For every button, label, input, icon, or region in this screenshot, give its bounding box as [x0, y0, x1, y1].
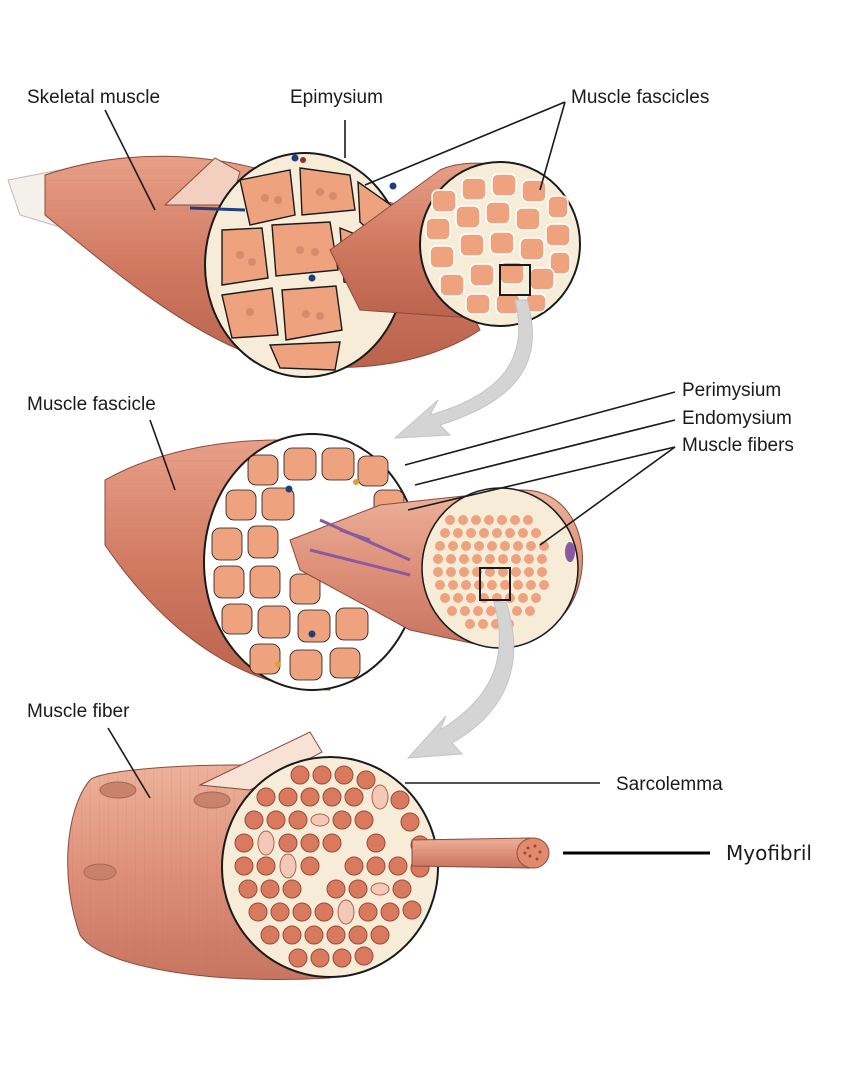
leader-perimysium: [404, 391, 676, 466]
leader-muscle-fascicles-a: [364, 101, 566, 186]
myofibril-sections: [234, 765, 430, 968]
leader-muscle-fascicle: [149, 419, 176, 491]
zoom-box-top: [499, 264, 531, 296]
leader-muscle-fibers-a: [407, 446, 676, 511]
zoom-box-middle: [479, 567, 511, 601]
leader-skeletal-muscle: [104, 109, 156, 211]
label-muscle-fiber: Muscle fiber: [27, 701, 130, 722]
leader-muscle-fiber: [107, 727, 151, 799]
epimysium-flap: [163, 157, 241, 206]
zoom-arrow-2: [406, 601, 515, 759]
leader-lines: [104, 101, 676, 799]
sarcolemma-flap: [198, 731, 323, 791]
fiber-sections-middle: [211, 447, 405, 681]
zoom-arrow-1: [393, 299, 534, 439]
leader-endomysium: [414, 419, 676, 486]
skeletal-muscle-illustration: [7, 152, 581, 378]
muscle-fascicle-illustration: [104, 433, 583, 691]
label-muscle-fascicle: Muscle fascicle: [27, 394, 156, 415]
myofibril-end: [516, 837, 550, 869]
label-muscle-fascicles: Muscle fascicles: [571, 87, 710, 108]
label-muscle-fibers: Muscle fibers: [682, 435, 794, 456]
label-sarcolemma: Sarcolemma: [616, 774, 723, 795]
label-skeletal-muscle: Skeletal muscle: [27, 87, 161, 108]
label-myofibril: Myofibril: [726, 841, 812, 865]
fiber-sections-top: [425, 173, 571, 315]
label-epimysium: Epimysium: [290, 87, 383, 108]
muscle-fiber-illustration: [67, 731, 550, 980]
label-perimysium: Perimysium: [682, 380, 782, 401]
fascicle-fiber-dots: [236, 188, 364, 320]
leader-muscle-fascicles-b: [539, 101, 566, 191]
label-endomysium: Endomysium: [682, 408, 792, 429]
mitochondria: [257, 784, 390, 925]
leader-muscle-fibers-b: [539, 446, 676, 546]
